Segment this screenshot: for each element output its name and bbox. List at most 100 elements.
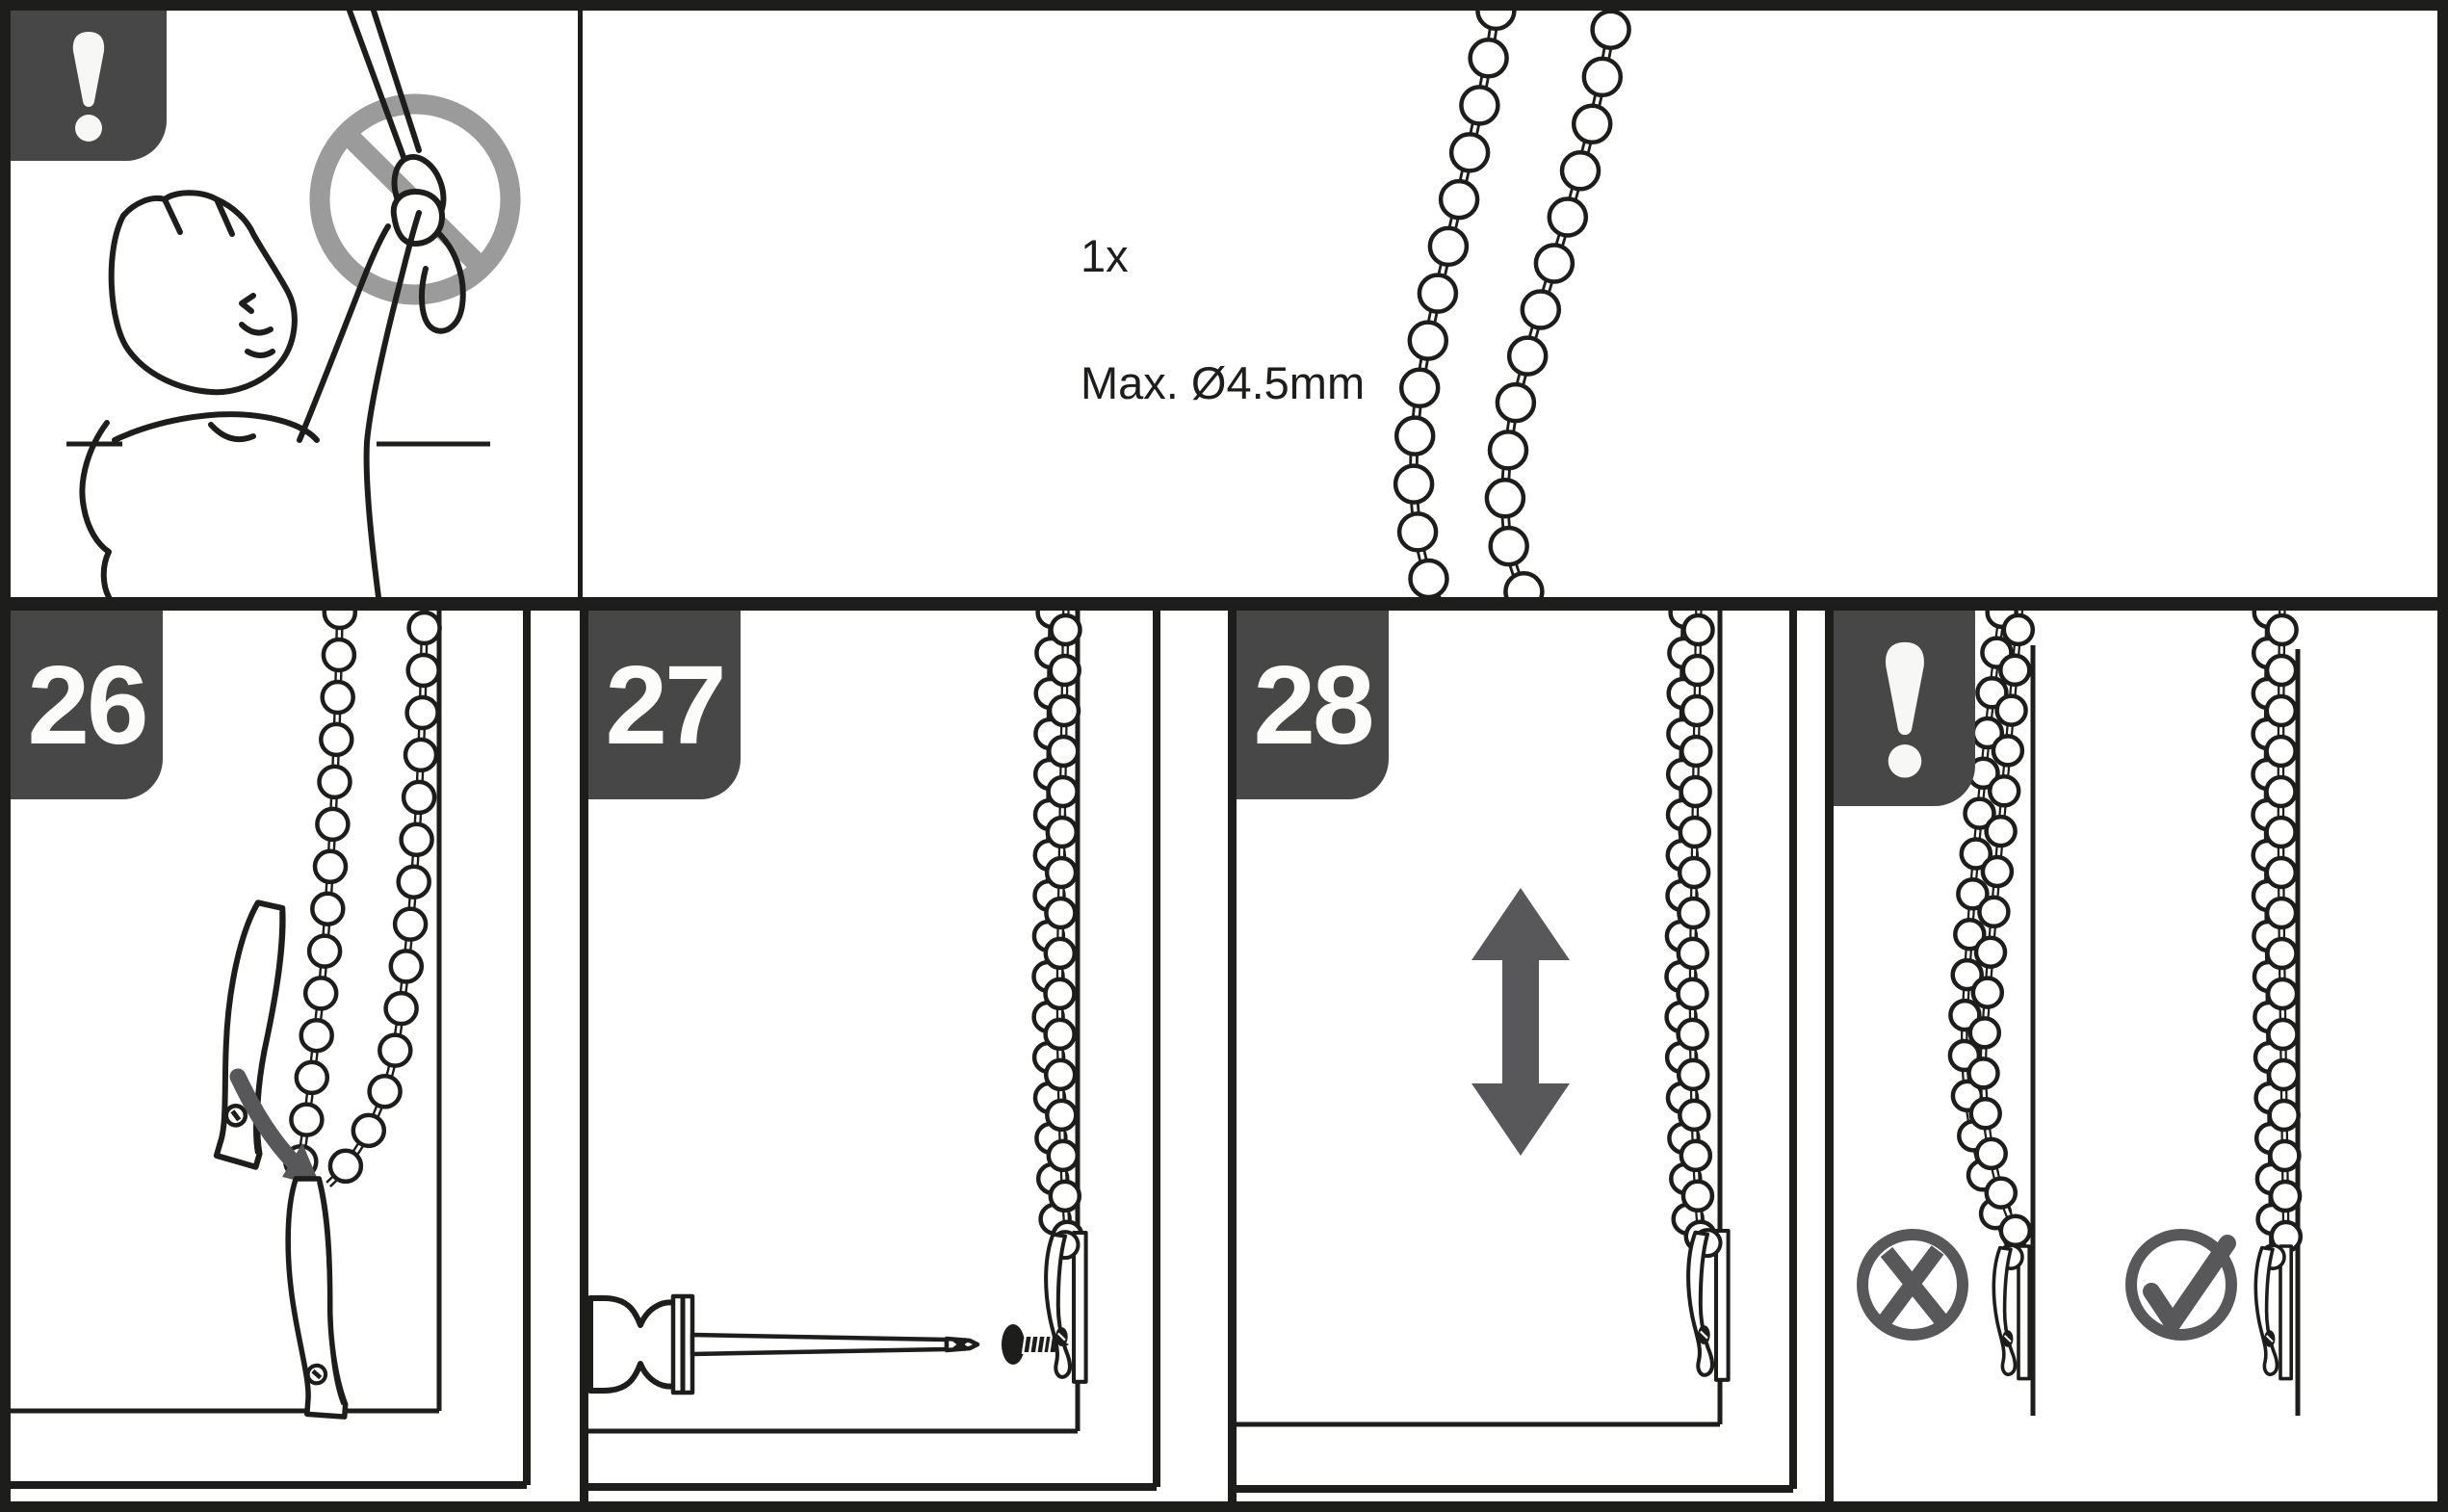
chain-bead (2267, 1098, 2301, 1133)
chain-bead (1987, 774, 2021, 808)
exclamation-icon (72, 32, 105, 142)
chain-bead (2266, 1017, 2300, 1052)
parts-labels: 1x Max. Ø4.5mm (1081, 224, 1365, 415)
child-cord-drawing (66, 11, 521, 597)
chain-bead (320, 679, 355, 716)
bead-chain (1664, 611, 1718, 1253)
chain-bead (1680, 693, 1714, 728)
step-28-drawing (1237, 611, 1797, 1493)
chain-bead (1581, 56, 1624, 98)
chain-bead (392, 906, 429, 942)
chain-bead (351, 1112, 387, 1149)
step-number-badge: 26 (11, 611, 163, 799)
chain-clip (1992, 1243, 2031, 1381)
panel-divider (578, 11, 583, 598)
chain-bead (1408, 558, 1449, 597)
chain-bead (1045, 815, 1080, 849)
chain-bead (1487, 430, 1529, 471)
chain-bead (1676, 1017, 1709, 1052)
chain-bead (2264, 653, 2299, 688)
chain-bead (302, 976, 339, 1011)
chain-bead (1048, 653, 1081, 688)
panel-divider (1228, 611, 1237, 1501)
chain-bead (1959, 837, 1993, 871)
chain-bead (1506, 335, 1549, 377)
row-divider (0, 597, 2448, 611)
chain-bead (1678, 1098, 1711, 1133)
chain-bead (2264, 734, 2298, 769)
bead-chain (1031, 611, 1084, 1254)
panel-step-27: 27 (588, 611, 1228, 1501)
bead-chain (1393, 11, 1631, 597)
chain-bead (1475, 11, 1517, 32)
chain-bead (1459, 85, 1500, 126)
chain-bead (383, 990, 419, 1027)
chain-bead (1994, 693, 2028, 727)
chain-bead (1681, 613, 1715, 647)
chain-bead (1984, 1176, 2018, 1210)
step-number-badge: 27 (588, 611, 741, 799)
chain-bead (315, 806, 351, 843)
chain-bead (1046, 774, 1080, 809)
chain-bead (1963, 796, 1996, 830)
chain-bead (1393, 415, 1436, 456)
chain-bead (2001, 613, 2036, 647)
chain-bead (1970, 976, 2005, 1009)
step-27-drawing (588, 611, 1160, 1491)
chain-bead (2265, 977, 2300, 1011)
max-diameter-label: Max. Ø4.5mm (1081, 357, 1366, 408)
correct-icon (2125, 1229, 2237, 1341)
chain-bead (2266, 1057, 2301, 1092)
chain-bead (322, 611, 358, 631)
chain-bead (312, 848, 349, 885)
chain-bead (1679, 1138, 1713, 1173)
chain-bead (1044, 896, 1078, 930)
chain-bead (1047, 693, 1081, 728)
chain-bead (1488, 525, 1529, 567)
chain-clip (1046, 1232, 1085, 1382)
panel-divider (580, 611, 588, 1501)
chain-bead (2264, 774, 2298, 809)
quantity-label: 1x (1081, 230, 1129, 281)
window-frame (11, 611, 531, 1489)
chain-bead (294, 1059, 330, 1096)
chain-bead (1520, 289, 1562, 330)
chain-bead (2268, 1179, 2303, 1213)
step-number: 28 (1253, 642, 1374, 768)
chain-bead (1678, 815, 1712, 849)
chain-bead (367, 1074, 403, 1109)
chain-bead (396, 864, 431, 899)
chain-bead (404, 694, 440, 731)
chain-bead (1680, 1179, 1715, 1213)
chain-bead (1590, 11, 1631, 50)
curved-arrow-icon (229, 1068, 321, 1186)
child-figure (79, 189, 445, 597)
chain-bead (1676, 1057, 1710, 1092)
window-frame (1237, 611, 1797, 1493)
chain-bead (405, 652, 441, 689)
chain-bead (1393, 463, 1435, 505)
chain-bead (1047, 734, 1081, 769)
chain-bead (1677, 896, 1710, 930)
chain-bead (306, 933, 343, 969)
chain-bead (2264, 815, 2298, 849)
chain-bead (1679, 774, 1712, 809)
chain-bead (1998, 653, 2032, 688)
chain-bead (299, 1017, 334, 1054)
chain-bead (1503, 571, 1545, 597)
chain-bead (1438, 178, 1480, 221)
chain-bead (1677, 855, 1711, 890)
chain-bead (1407, 320, 1449, 361)
chain-bead (1044, 855, 1079, 890)
chain-bead (1484, 478, 1526, 519)
chain-bead (2265, 936, 2299, 971)
chain-bead (1676, 936, 1710, 971)
chain-bead (317, 764, 352, 800)
chain-bead (1956, 877, 1990, 911)
chain-bead (310, 891, 346, 926)
panel-divider (1825, 611, 1834, 1501)
warning-badge (11, 11, 167, 161)
chain-bead (327, 1148, 364, 1185)
chain-bead (1468, 38, 1509, 79)
chain-bead (1043, 1017, 1077, 1052)
